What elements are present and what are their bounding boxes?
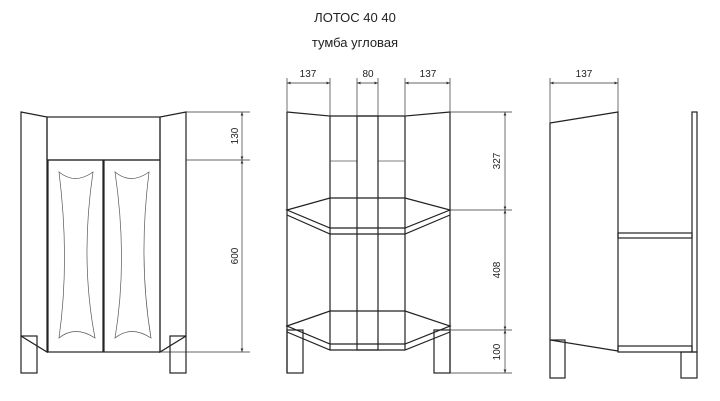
leg-left [286, 329, 304, 374]
left-side-panel [20, 111, 48, 354]
title-line-2: тумба угловая [312, 35, 398, 50]
dim-600: 600 [230, 247, 241, 264]
dim-327: 327 [492, 152, 503, 169]
dim-137-side: 137 [576, 69, 593, 80]
leg-right [169, 335, 187, 374]
door-left-ornament [58, 171, 96, 339]
dim-137-right: 137 [420, 69, 437, 80]
leg-back [680, 351, 698, 379]
section-view: 137 80 137 327 408 100 [285, 69, 512, 374]
dim-408: 408 [492, 261, 503, 278]
door-left [47, 159, 104, 353]
dim-137-left: 137 [300, 69, 317, 80]
leg-left [20, 335, 38, 374]
door-right [103, 159, 161, 353]
leg-right [433, 329, 451, 374]
front-view: 130 600 [20, 111, 250, 374]
back-panel [691, 111, 698, 353]
drawer-front [46, 116, 161, 161]
door-right-ornament [114, 171, 152, 339]
side-panel [549, 111, 619, 352]
upper-shelf [285, 197, 452, 229]
leg-front [549, 339, 566, 379]
shelf [617, 232, 693, 239]
dim-80: 80 [362, 69, 374, 80]
lower-shelf [285, 310, 452, 345]
center-post [356, 115, 379, 351]
bottom-shelf [617, 345, 693, 353]
dim-130: 130 [230, 127, 241, 144]
side-view: 137 [549, 69, 698, 379]
title-line-1: ЛОТОС 40 40 [314, 10, 396, 25]
dim-100: 100 [492, 343, 503, 360]
right-side-panel [159, 111, 187, 354]
